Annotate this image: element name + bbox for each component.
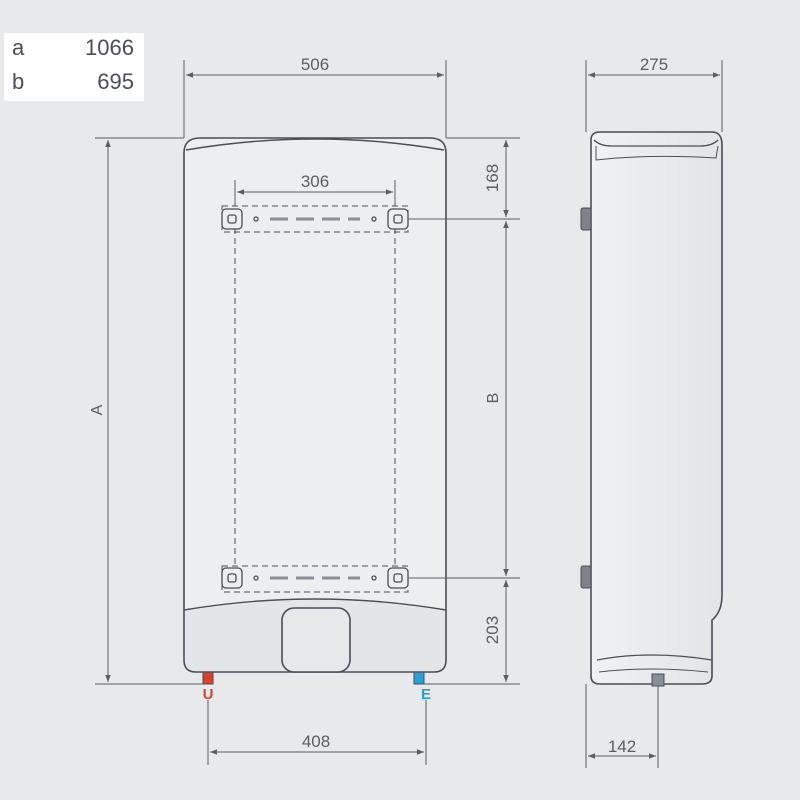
bottom-offset-label: 203 <box>483 616 502 644</box>
width-dimension-label: 506 <box>301 55 329 74</box>
hot-connection-label: U <box>203 686 214 703</box>
legend-row-b: b 695 <box>12 69 134 99</box>
heater-body-side <box>590 131 723 685</box>
front-view: U E <box>183 137 447 703</box>
legend-key-b: b <box>12 69 25 94</box>
bracket-spacing-label: 306 <box>301 172 329 191</box>
side-outlet-label: 142 <box>608 737 636 756</box>
depth-dimension-label: 275 <box>640 55 668 74</box>
top-offset-label: 168 <box>483 164 502 192</box>
side-dimensions <box>585 60 723 768</box>
legend-value-b: 695 <box>97 69 134 94</box>
cold-connection-label: E <box>421 686 431 703</box>
side-pipe-outlet <box>651 673 665 687</box>
legend-value-a: 1066 <box>85 35 134 60</box>
side-top-lip <box>593 139 719 147</box>
top-bracket <box>221 208 409 230</box>
front-dimensions <box>95 60 520 765</box>
side-top-lip-inner <box>595 145 719 161</box>
top-cap-line <box>185 138 445 151</box>
dimension-legend: a 1066 b 695 <box>4 33 144 101</box>
hot-water-pipe <box>202 671 214 685</box>
control-display <box>281 607 351 673</box>
side-bottom-curve <box>596 654 713 661</box>
heater-body-front <box>183 137 447 673</box>
side-bracket-bottom <box>580 565 592 589</box>
cold-water-pipe <box>413 671 425 685</box>
bottom-panel-line <box>183 598 447 611</box>
height-a-label: A <box>89 404 106 415</box>
pipe-spacing-label: 408 <box>302 732 330 751</box>
bottom-bracket <box>221 567 409 589</box>
bracket-height-b-label: B <box>485 393 502 404</box>
side-bottom-lip <box>598 668 709 673</box>
side-bracket-top <box>580 207 592 231</box>
legend-key-a: a <box>12 35 25 60</box>
legend-row-a: a 1066 <box>12 35 134 65</box>
side-view <box>580 131 723 687</box>
